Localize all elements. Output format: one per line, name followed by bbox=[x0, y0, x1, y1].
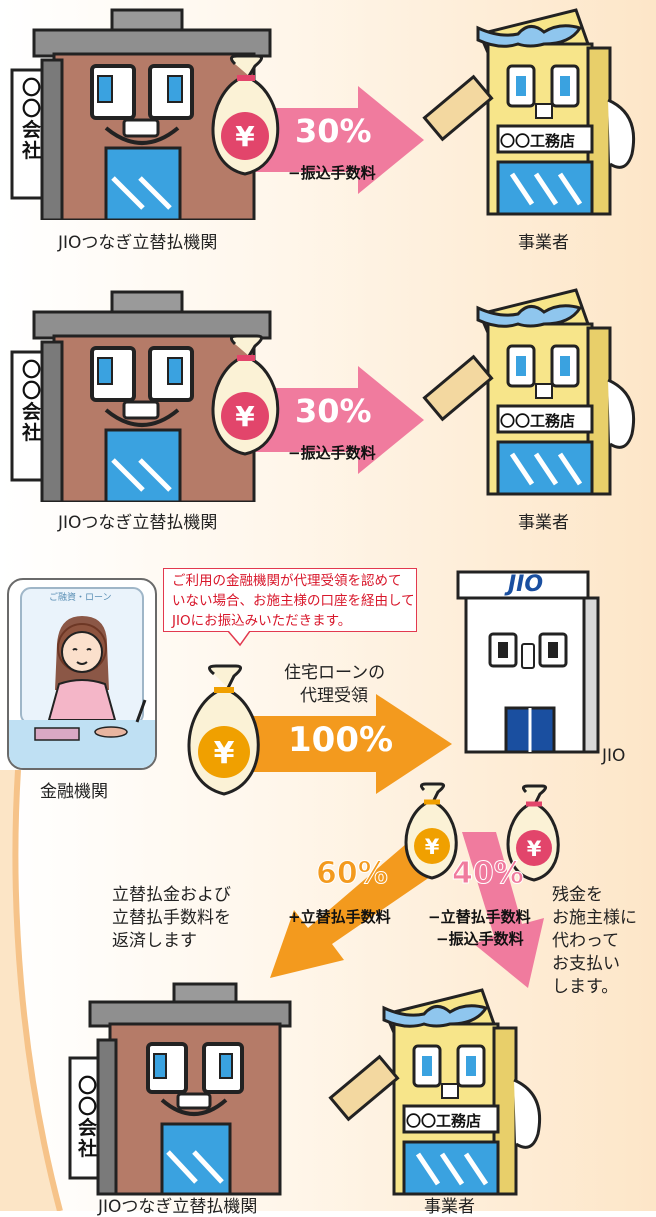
balance-line: 残金を bbox=[552, 885, 603, 905]
percent-30: 30% bbox=[295, 392, 372, 430]
transfer-fee-label: −振込手数料 bbox=[288, 164, 376, 182]
company-sign: 〇〇会社 bbox=[78, 1075, 98, 1160]
jio-tsunagi-label: JIOつなぎ立替払機関 bbox=[98, 1197, 258, 1217]
shop-sign: 〇〇工務店 bbox=[500, 132, 576, 150]
pink-arrow-40 bbox=[462, 832, 544, 988]
repay-line: 返済します bbox=[112, 931, 197, 951]
callout-line: いない場合、お施主様の口座を経由して bbox=[172, 593, 415, 609]
balance-line: お支払い bbox=[552, 954, 620, 974]
advance-fee-plus: +立替払手数料 bbox=[288, 908, 391, 926]
contractor-shop-illustration bbox=[422, 8, 636, 216]
yen-bag-icon: ¥ bbox=[211, 334, 280, 456]
yen-bag-icon: ¥ bbox=[187, 664, 260, 796]
proxy-line: 代理受領 bbox=[300, 686, 368, 706]
loan-counter-sign: ご融資・ローン bbox=[49, 593, 112, 603]
advance-fee-minus: −立替払手数料 bbox=[428, 908, 531, 926]
repay-line: 立替払手数料を bbox=[112, 908, 231, 928]
repay-line: 立替払金および bbox=[112, 885, 231, 905]
shop-sign: 〇〇工務店 bbox=[406, 1112, 482, 1130]
contractor-label: 事業者 bbox=[518, 513, 569, 533]
percent-100: 100% bbox=[288, 720, 394, 760]
orange-arrow-100 bbox=[226, 694, 452, 794]
proxy-receipt-label: 住宅ローンの 代理受領 bbox=[284, 662, 386, 708]
pink-arrow bbox=[238, 86, 424, 194]
callout-pointer bbox=[228, 631, 251, 647]
repay-note: 立替払金および 立替払手数料を 返済します bbox=[112, 884, 231, 953]
percent-30: 30% bbox=[295, 112, 372, 150]
svg-text:¥: ¥ bbox=[527, 837, 542, 861]
contractor-label: 事業者 bbox=[424, 1197, 475, 1217]
balance-line: 代わって bbox=[552, 931, 620, 951]
jio-building-illustration bbox=[456, 570, 600, 754]
section-2: 〇〇会社 ¥ 30% −振込手数料 bbox=[0, 262, 656, 533]
contractor-shop-illustration bbox=[422, 288, 636, 496]
bank-teller-illustration: ご融資・ローン bbox=[7, 578, 157, 770]
balance-note: 残金を お施主様に 代わって お支払い します。 bbox=[552, 884, 637, 999]
jio-tsunagi-label: JIOつなぎ立替払機関 bbox=[58, 513, 218, 533]
company-building-illustration bbox=[68, 982, 292, 1196]
svg-text:¥: ¥ bbox=[214, 736, 235, 771]
callout-line: JIOにお振込みいただきます。 bbox=[172, 613, 352, 629]
yen-bag-icon: ¥ bbox=[211, 54, 280, 176]
svg-text:¥: ¥ bbox=[425, 835, 440, 859]
teller-icon bbox=[9, 587, 155, 768]
balance-line: します。 bbox=[552, 977, 619, 997]
company-sign: 〇〇会社 bbox=[22, 359, 42, 444]
pink-arrow bbox=[238, 366, 424, 474]
svg-text:¥: ¥ bbox=[235, 120, 255, 153]
callout-line: ご利用の金融機関が代理受領を認めて bbox=[172, 573, 402, 589]
yen-bag-icon: ¥ bbox=[506, 784, 560, 882]
jio-logo: JIO bbox=[508, 572, 544, 597]
percent-40: 40% bbox=[452, 856, 525, 892]
company-sign: 〇〇会社 bbox=[22, 77, 42, 162]
svg-text:¥: ¥ bbox=[235, 400, 255, 433]
percent-60: 60% bbox=[316, 856, 389, 892]
orange-arrow-60 bbox=[270, 832, 446, 978]
note-callout: ご利用の金融機関が代理受領を認めて いない場合、お施主様の口座を経由して JIO… bbox=[163, 568, 417, 632]
section-3: ご利用の金融機関が代理受領を認めて いない場合、お施主様の口座を経由して JIO… bbox=[0, 540, 656, 1217]
contractor-shop-illustration bbox=[328, 988, 542, 1196]
balance-line: お施主様に bbox=[552, 908, 637, 928]
transfer-fee-minus: −振込手数料 bbox=[436, 930, 524, 948]
contractor-label: 事業者 bbox=[518, 233, 569, 253]
section-1: 〇〇会社 ¥ 30% −振込手数料 bbox=[0, 0, 656, 260]
jio-label: JIO bbox=[602, 746, 626, 766]
transfer-fee-label: −振込手数料 bbox=[288, 444, 376, 462]
yen-bag-icon: ¥ bbox=[404, 782, 458, 880]
jio-tsunagi-label: JIOつなぎ立替払機関 bbox=[58, 233, 218, 253]
shop-sign: 〇〇工務店 bbox=[500, 412, 576, 430]
proxy-line: 住宅ローンの bbox=[284, 663, 386, 683]
bank-label: 金融機関 bbox=[40, 782, 108, 802]
